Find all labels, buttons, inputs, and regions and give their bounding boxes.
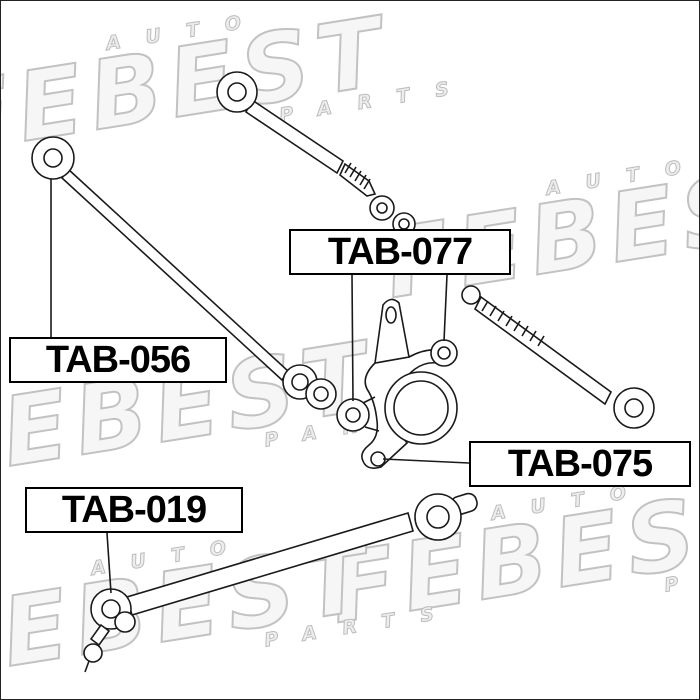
upper-rod-drawing: [216, 71, 377, 197]
part-label-tab-075: TAB-075: [469, 441, 691, 487]
part-label-tab-077: TAB-077: [289, 229, 511, 275]
knuckle-drawing: [336, 298, 458, 469]
leader-lines: [50, 179, 470, 594]
part-label-tab-019: TAB-019: [25, 487, 243, 533]
knuckle-lower-bushing-icon: [370, 451, 386, 467]
bushing-pair-drawing: [369, 195, 416, 236]
part-number-text: TAB-056: [45, 338, 191, 381]
part-number-text: TAB-077: [327, 230, 473, 273]
part-label-tab-056: TAB-056: [9, 337, 227, 383]
lower-rod-drawing: [83, 492, 478, 673]
left-rod-drawing: [31, 136, 337, 410]
part-number-text: TAB-075: [507, 442, 653, 485]
right-rod-drawing: [461, 285, 655, 429]
part-number-text: TAB-019: [61, 488, 207, 531]
